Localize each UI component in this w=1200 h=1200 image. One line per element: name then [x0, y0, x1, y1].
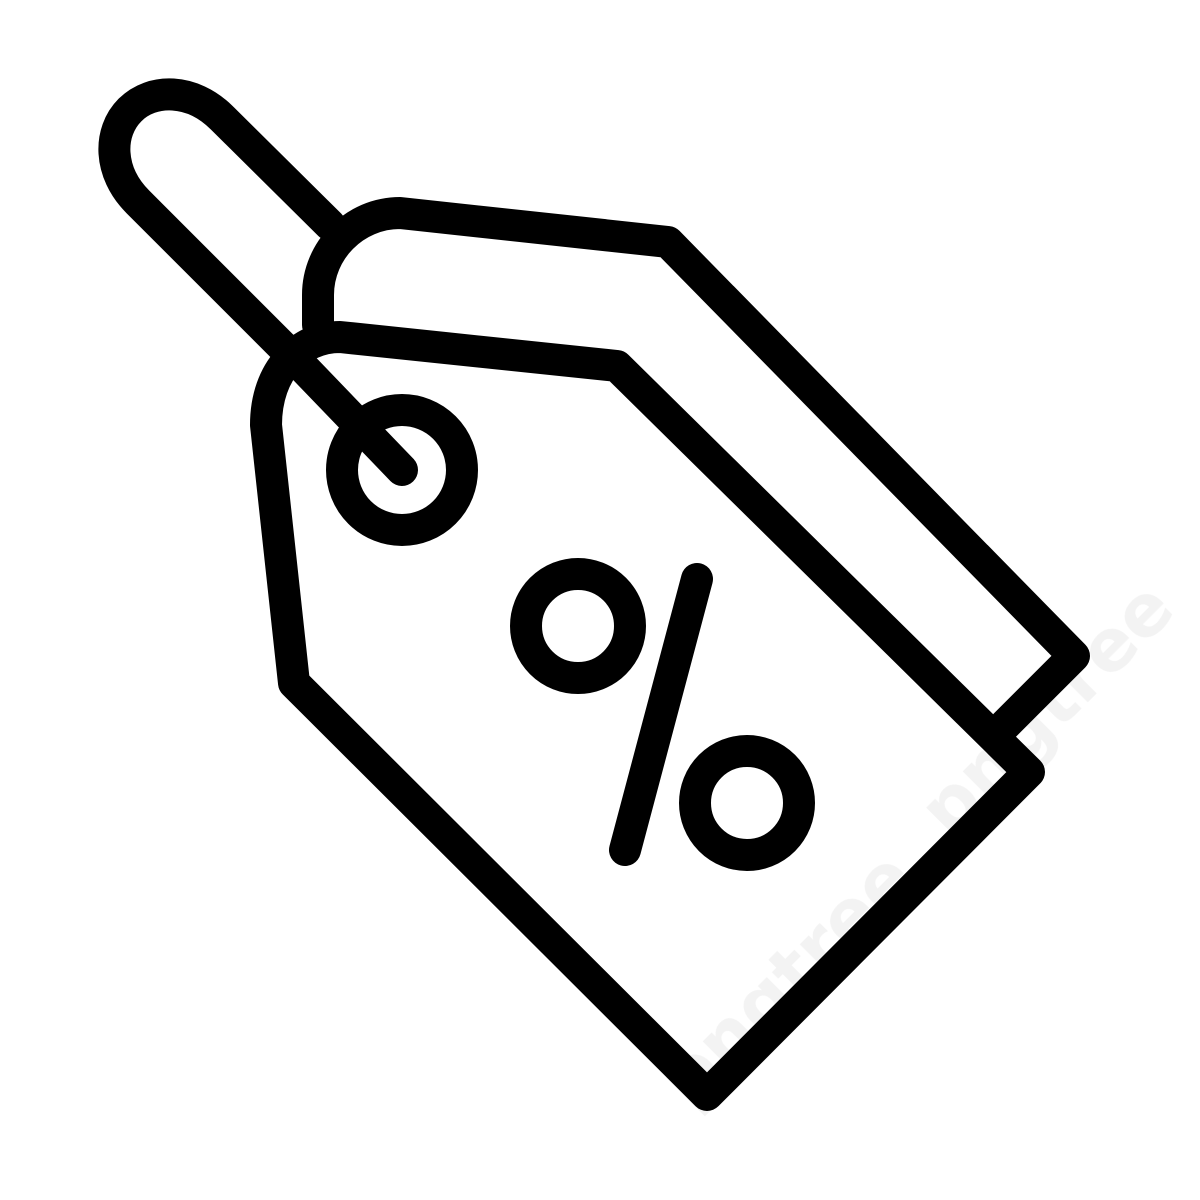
back-tag-outline [302, 197, 1090, 741]
tag-hole-ring [326, 394, 478, 546]
percent-slash [609, 563, 713, 866]
percent-lower-circle [679, 735, 815, 871]
tag-string-end [284, 348, 418, 486]
percent-icon [510, 558, 815, 871]
front-tag-outline [250, 321, 1045, 1111]
percent-upper-circle [510, 558, 646, 694]
tag-string-loop [98, 78, 346, 380]
